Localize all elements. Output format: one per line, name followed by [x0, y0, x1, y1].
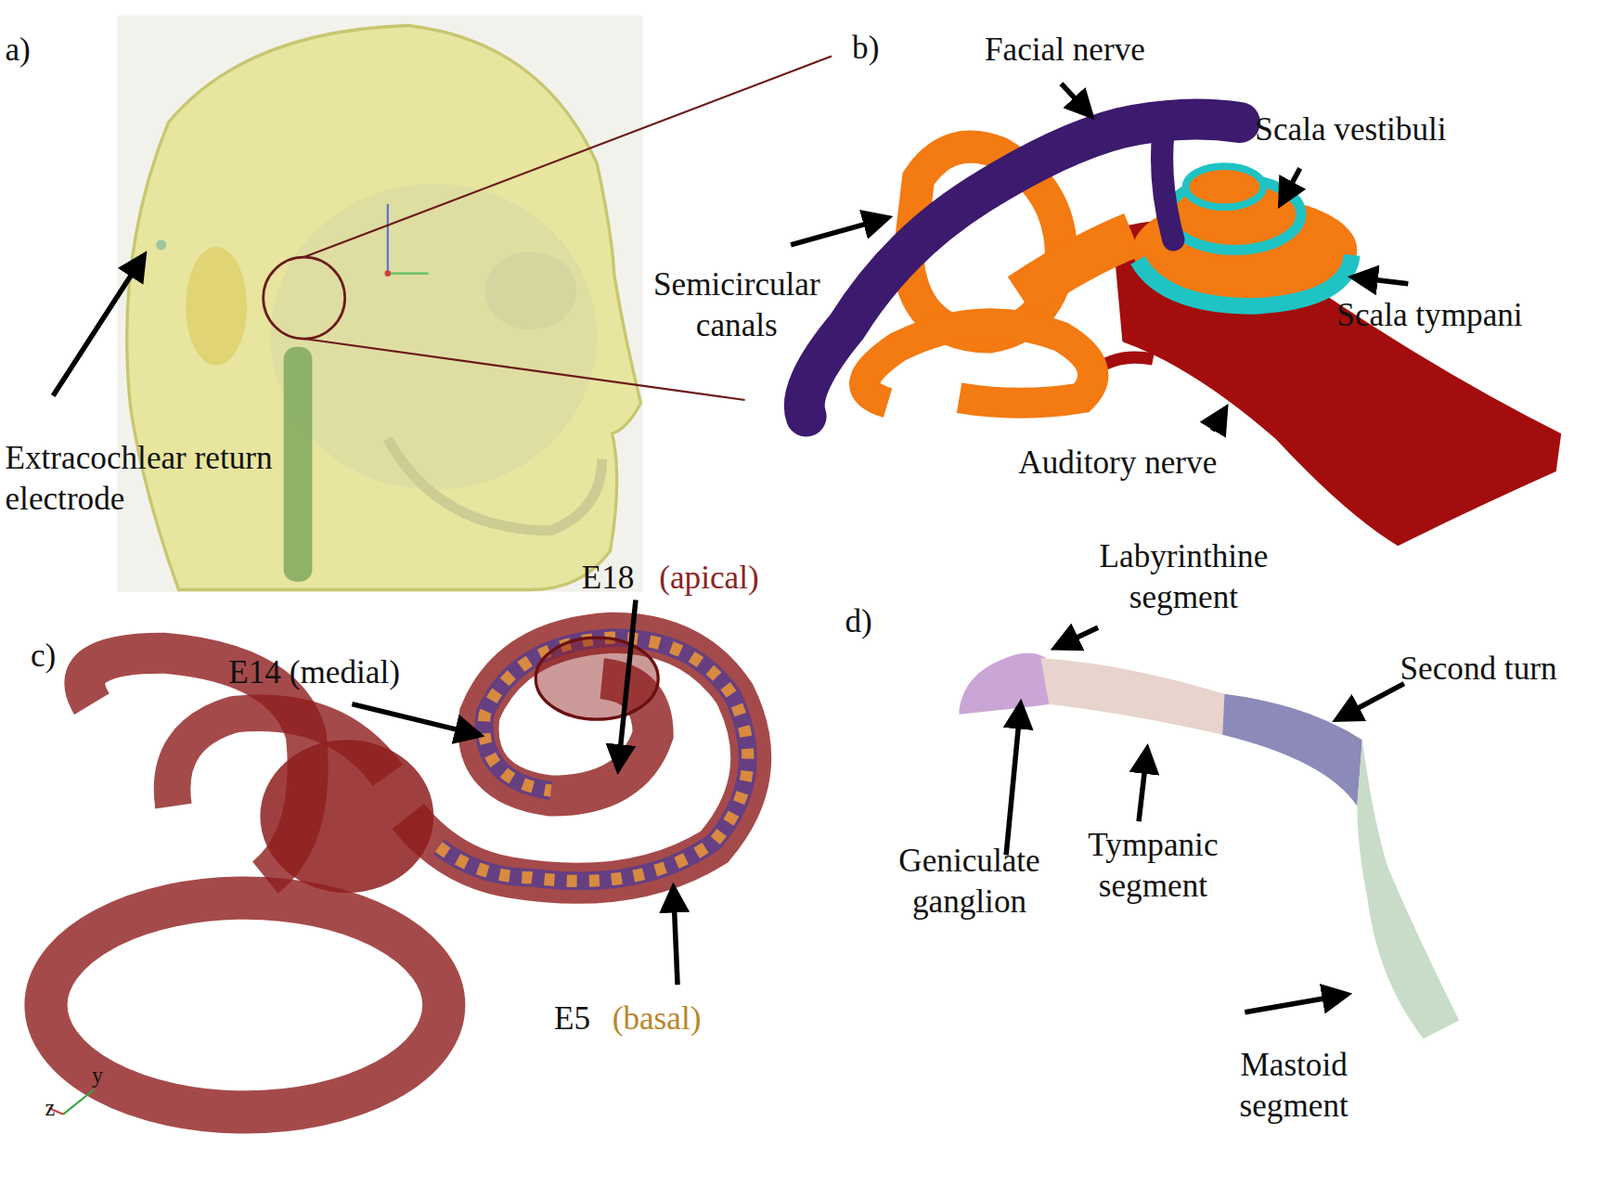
electrode-position: (basal) [612, 997, 702, 1039]
axis-label: y [91, 1060, 104, 1089]
facial-nerve-segments [959, 627, 1460, 1039]
callout-label: Scala tympani [1336, 294, 1523, 336]
geniculate-segment [959, 653, 1052, 715]
pointer-arrow [1339, 683, 1405, 719]
callout-label: Auditory nerve [1018, 441, 1217, 483]
pointer-arrow [618, 600, 636, 768]
vestibule [259, 739, 434, 893]
render-background [116, 14, 643, 592]
pointer-arrow [1244, 994, 1345, 1013]
head-model [52, 14, 832, 592]
semicircular-canal [45, 898, 444, 1113]
return-electrode-dot [155, 239, 167, 250]
callout-label: Scala vestibuli [1254, 108, 1446, 150]
callout-label: Geniculate ganglion [877, 839, 1062, 922]
axis-line [387, 204, 389, 274]
scala-tympani-band [1137, 255, 1353, 307]
callout-label: Semicircular canals [624, 263, 850, 346]
cochlea-spiral [408, 632, 751, 884]
callout-label: Mastoid segment [1201, 1044, 1386, 1126]
axis-line [63, 1089, 94, 1114]
pointer-arrow [1281, 167, 1301, 202]
vestibule [1019, 234, 1133, 297]
pointer-arrow [790, 218, 886, 246]
axis-origin [385, 270, 392, 277]
tympanic-segment [1040, 658, 1225, 735]
electrode-position: (apical) [658, 556, 759, 598]
pointer-arrow [1060, 83, 1090, 115]
panel-letter: a) [4, 28, 30, 70]
labyrinth-shape [45, 653, 444, 1113]
zoom-line [304, 55, 832, 258]
inner-ear-model [790, 83, 1562, 546]
pointer-arrow [1354, 277, 1408, 284]
panel-letter: d) [844, 600, 872, 642]
pointer-arrow [1212, 410, 1225, 431]
facial-nerve-shape [804, 119, 1240, 417]
electrode-label: E14 (medial) [228, 650, 400, 692]
panel-letter: b) [851, 26, 879, 68]
callout-label: Facial nerve [984, 28, 1146, 70]
mastoid-segment [1356, 739, 1459, 1039]
second-turn-segment [1222, 694, 1363, 807]
zoom-circle [263, 257, 346, 339]
zoom-line [304, 338, 746, 400]
jaw-bone [387, 438, 603, 531]
panel-letter: c) [30, 634, 56, 676]
cochlea-apex [535, 637, 659, 720]
axis-label: z [44, 1094, 55, 1123]
pointer-arrow [673, 890, 678, 985]
head-skin [127, 25, 642, 590]
pointer-arrow [1006, 706, 1020, 856]
electrode-label: E5 [554, 997, 591, 1039]
spine [283, 347, 313, 582]
pointer-arrow [1138, 750, 1148, 822]
electrode-carrier [438, 637, 749, 881]
callout-label: Labyrinthine segment [1060, 535, 1306, 618]
callout-label: Tympanic segment [1050, 824, 1255, 906]
pointer-arrow [52, 257, 143, 397]
facial-nerve-branch [1161, 132, 1174, 240]
cochlea-apex [1186, 166, 1265, 207]
ear [185, 246, 247, 366]
axis-line [387, 272, 429, 275]
eye-socket [484, 252, 577, 331]
callout-label: Second turn [1400, 647, 1558, 689]
pointer-arrow [1057, 627, 1098, 647]
electrode-contacts [438, 637, 749, 881]
semicircular-canal [864, 323, 1094, 404]
electrode-label: E18 [581, 556, 635, 598]
callout-label: Extracochlear return electrode [4, 437, 281, 519]
pointer-arrow [351, 704, 478, 736]
labyrinth-model [45, 600, 751, 1115]
